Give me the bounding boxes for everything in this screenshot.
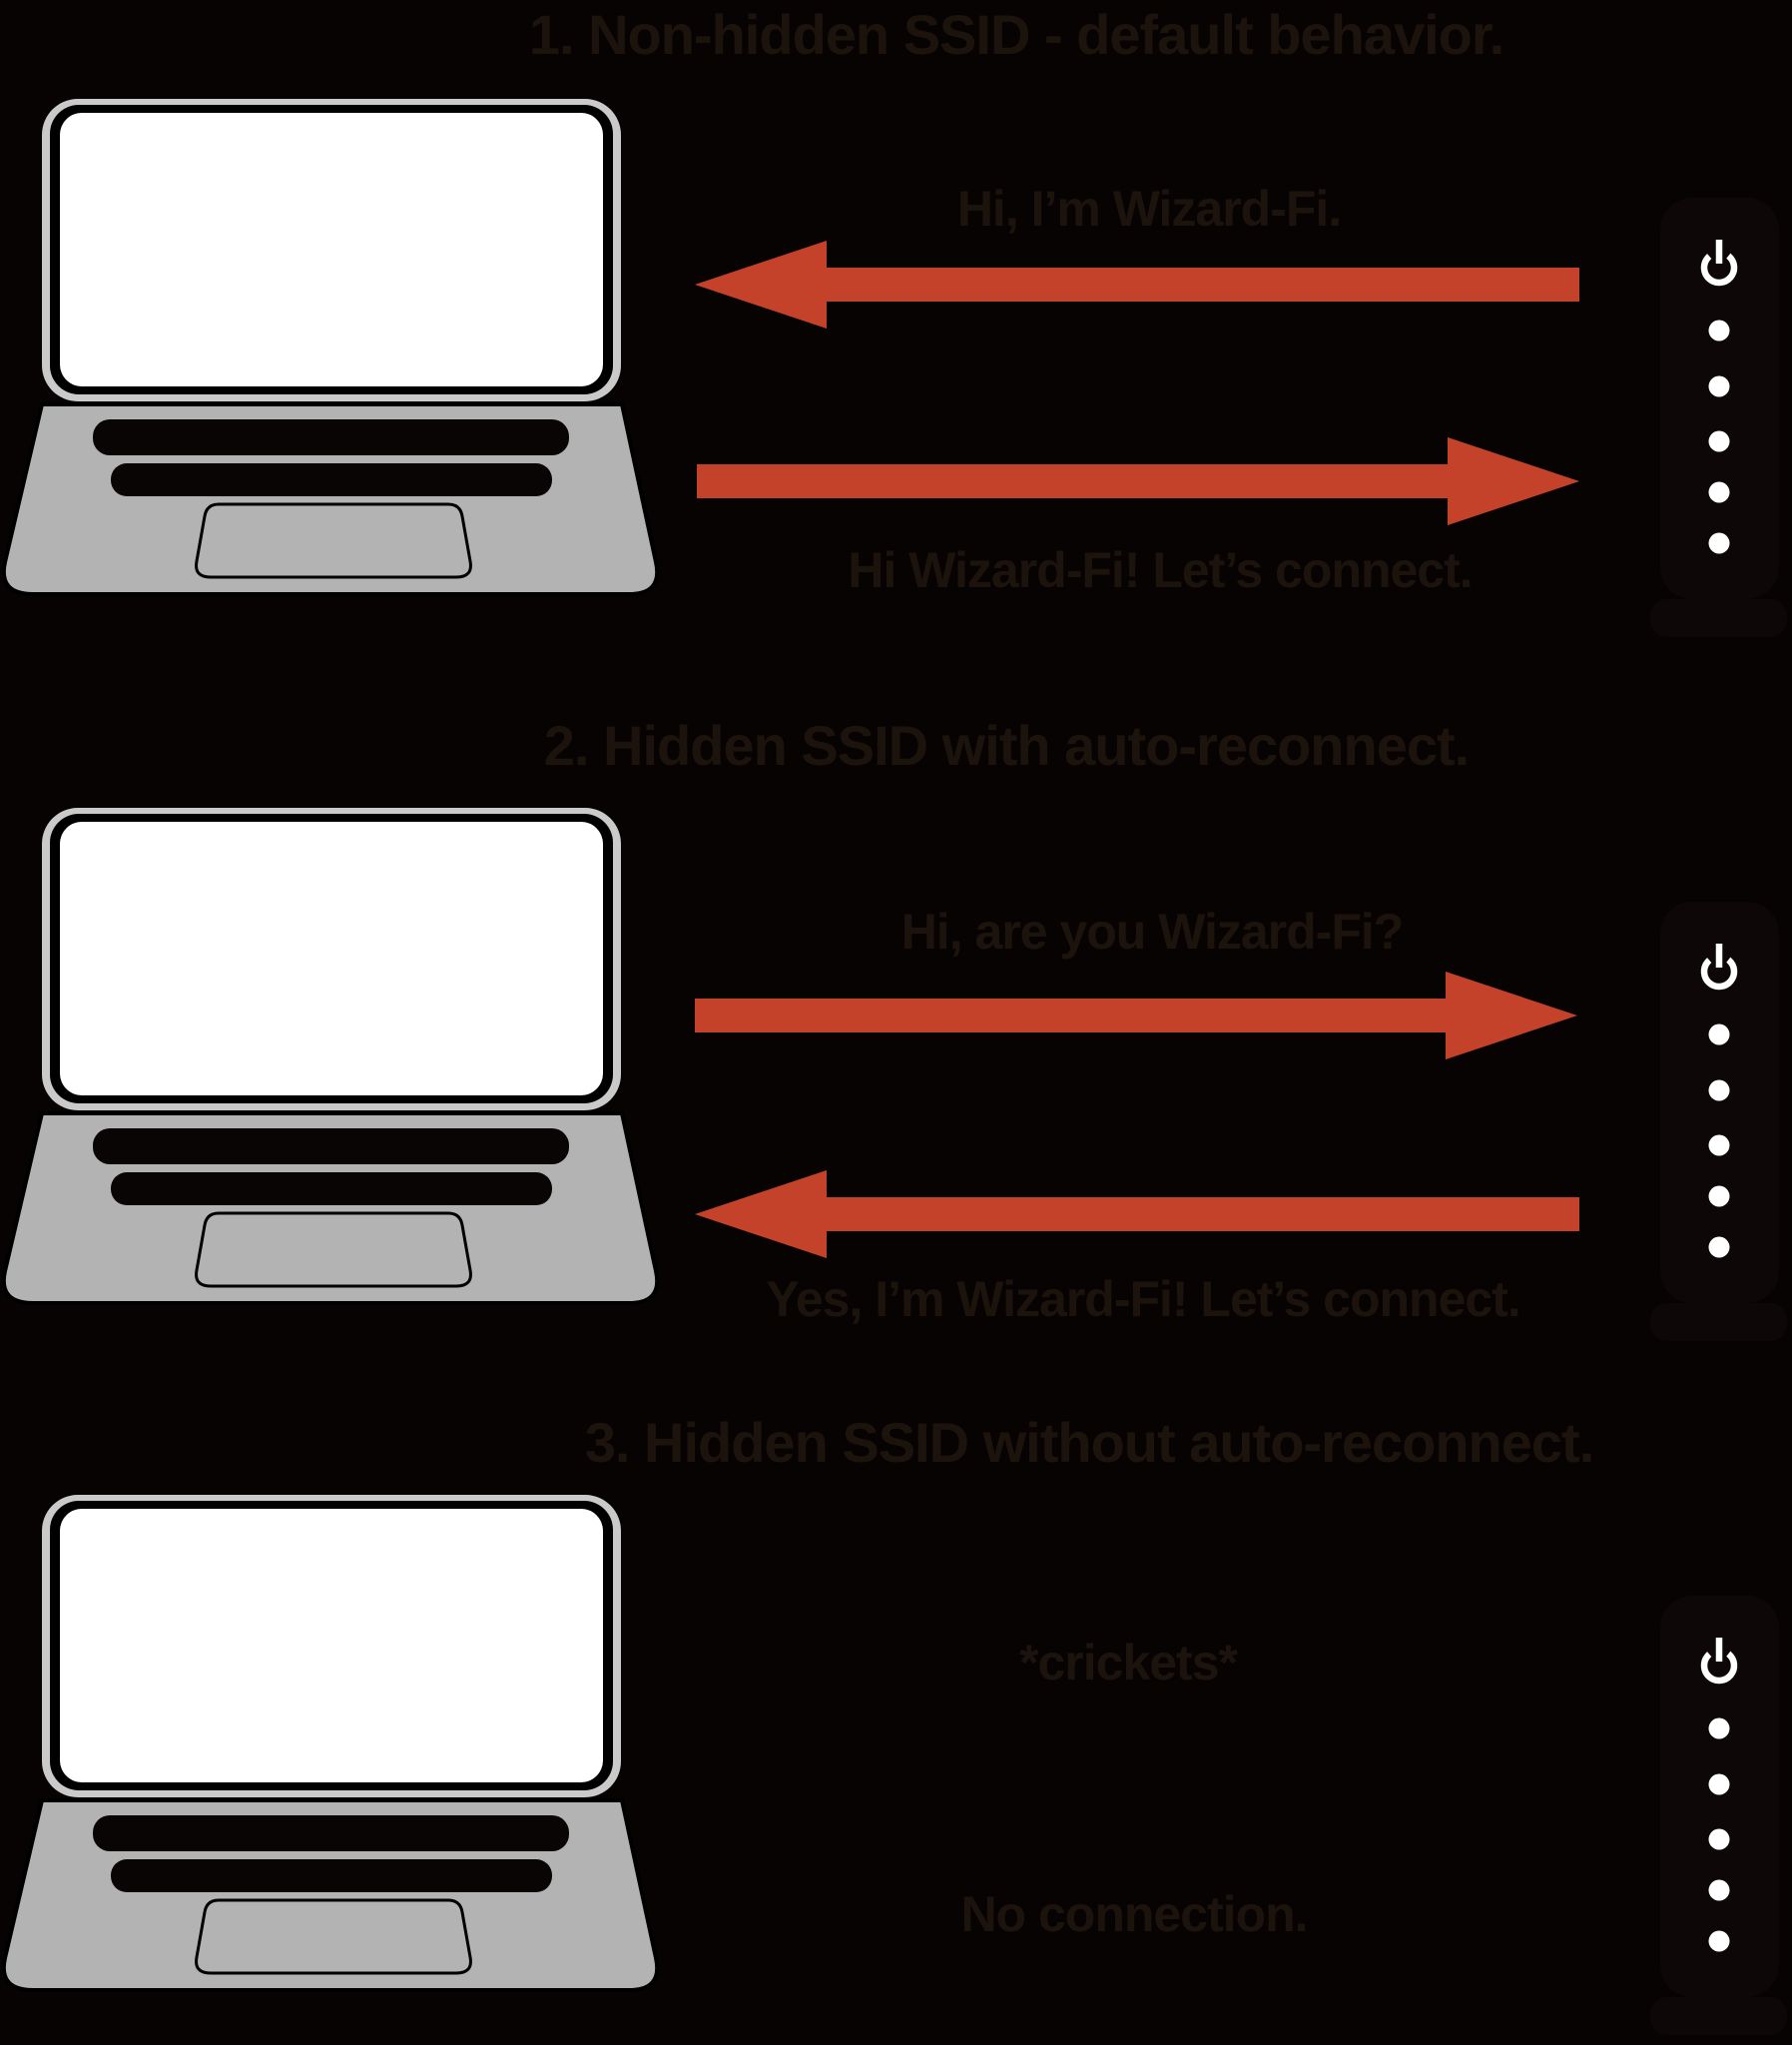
laptop-icon [1, 97, 660, 596]
message-router-to-laptop: Hi, I’m Wizard-Fi. [956, 181, 1342, 237]
message-router-to-laptop: Yes, I’m Wizard-Fi! Let’s connect. [766, 1271, 1521, 1327]
message-no-connection: No connection. [960, 1886, 1308, 1942]
laptop-icon [1, 1493, 660, 1992]
message-crickets: *crickets* [1019, 1635, 1238, 1691]
arrow-left-icon [695, 241, 1579, 329]
section2-title: 2. Hidden SSID with auto-reconnect. [543, 714, 1470, 777]
router-icon [1650, 902, 1787, 1341]
section3-title: 3. Hidden SSID without auto-reconnect. [584, 1411, 1594, 1474]
arrow-left-icon [695, 1170, 1579, 1258]
section1-title: 1. Non-hidden SSID - default behavior. [528, 3, 1504, 66]
message-laptop-to-router: Hi, are you Wizard-Fi? [900, 904, 1405, 960]
arrow-right-icon [695, 972, 1577, 1059]
laptop-icon [1, 806, 660, 1305]
router-icon [1650, 198, 1787, 637]
router-icon [1650, 1596, 1787, 2035]
arrow-right-icon [697, 437, 1579, 525]
message-laptop-to-router: Hi Wizard-Fi! Let’s connect. [848, 542, 1473, 598]
